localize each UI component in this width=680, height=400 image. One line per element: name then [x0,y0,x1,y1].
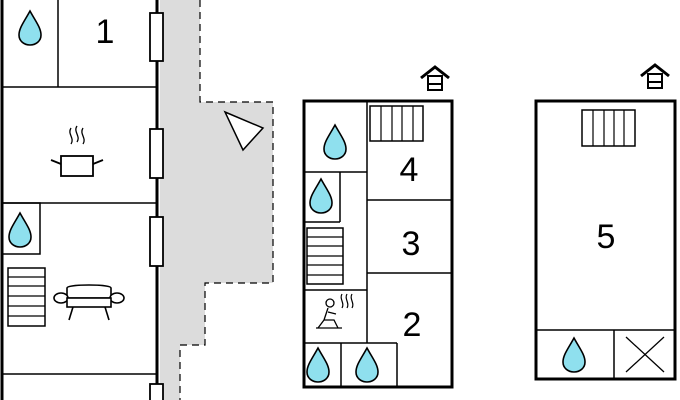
middle-building: 4 3 2 [302,65,454,389]
room-2-number: 2 [403,306,422,344]
room-3-number: 3 [402,225,421,263]
stairs-icon [7,267,46,327]
window [149,128,164,179]
water-drop-icon [18,10,42,46]
right-building: 5 [534,63,677,381]
window [149,12,164,62]
small-bathroom [1,202,41,255]
water-drop-icon [323,124,347,160]
water-drop-icon [562,337,586,373]
water-drop-icon [8,212,32,248]
window [149,383,164,400]
room-1-number: 1 [96,13,115,51]
stairs-icon [306,227,344,285]
view-direction-icon [223,110,265,152]
sofa-icon [53,284,125,321]
left-building: 1 [0,0,274,400]
water-drop-icon [309,178,333,214]
water-drop-icon [306,347,330,383]
building-outline [302,99,454,389]
radiator-icon [581,109,636,147]
terrace-outline [179,0,274,400]
room-5-number: 5 [597,218,616,256]
room-4-number: 4 [400,151,419,189]
building-outline [534,99,677,381]
water-drop-icon [355,347,379,383]
window [149,216,164,267]
radiator-icon [369,105,424,142]
cooking-pot-icon [50,125,104,177]
storage-cross-icon [625,336,665,373]
terrace-area [160,0,273,400]
entrance-house-icon [419,65,451,92]
sauna-icon [316,293,354,329]
entrance-house-icon [639,63,671,90]
